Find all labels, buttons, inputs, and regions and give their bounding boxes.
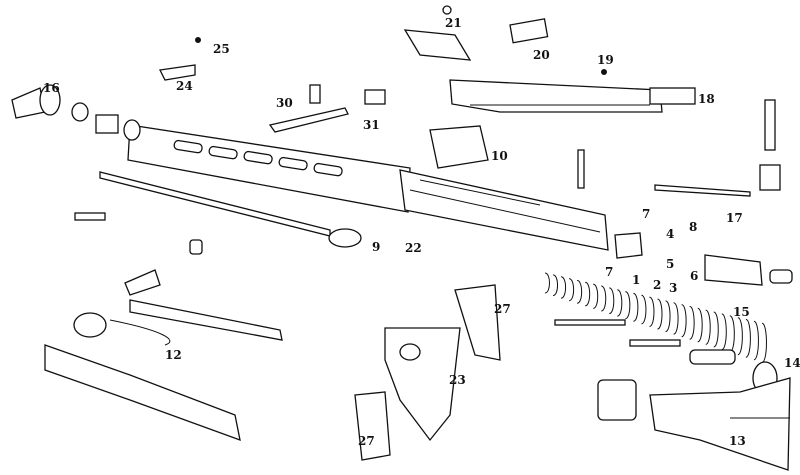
- label-6: 6: [690, 269, 698, 283]
- top-cover: [449, 79, 663, 113]
- recoil-spring: [544, 272, 767, 363]
- label-10: 10: [491, 149, 508, 163]
- label-31: 31: [363, 118, 380, 132]
- barrel-jacket: [127, 124, 411, 213]
- label-9: 9: [372, 240, 380, 254]
- label-8: 8: [689, 220, 697, 234]
- label-13: 13: [729, 434, 746, 448]
- label-17: 17: [726, 211, 743, 225]
- label-24: 24: [176, 79, 193, 93]
- label-4: 4: [666, 227, 674, 241]
- label-30: 30: [276, 96, 293, 110]
- label-1: 1: [632, 273, 640, 287]
- label-18: 18: [698, 92, 715, 106]
- barrel: [99, 171, 362, 248]
- muzzle-parts: [11, 84, 141, 141]
- label-14: 14: [784, 356, 800, 370]
- label-5: 5: [666, 257, 674, 271]
- receiver: [399, 169, 609, 251]
- bipod: [44, 299, 283, 442]
- label-25: 25: [213, 42, 230, 56]
- label-23: 23: [449, 373, 466, 387]
- part-labels: 1 2 3 4 5 6 7 7 8 9 10 12 13 14 15 16 17…: [43, 16, 800, 448]
- label-19: 19: [597, 53, 614, 67]
- label-27a: 27: [494, 302, 511, 316]
- label-21: 21: [445, 16, 462, 30]
- label-7b: 7: [605, 265, 613, 279]
- label-3: 3: [669, 281, 677, 295]
- label-2: 2: [653, 278, 661, 292]
- label-15: 15: [733, 305, 750, 319]
- buttstock: [597, 377, 791, 471]
- label-16: 16: [43, 81, 60, 95]
- label-7a: 7: [642, 207, 650, 221]
- label-20: 20: [533, 48, 550, 62]
- label-22: 22: [405, 241, 422, 255]
- label-12: 12: [165, 348, 182, 362]
- label-27b: 27: [358, 434, 375, 448]
